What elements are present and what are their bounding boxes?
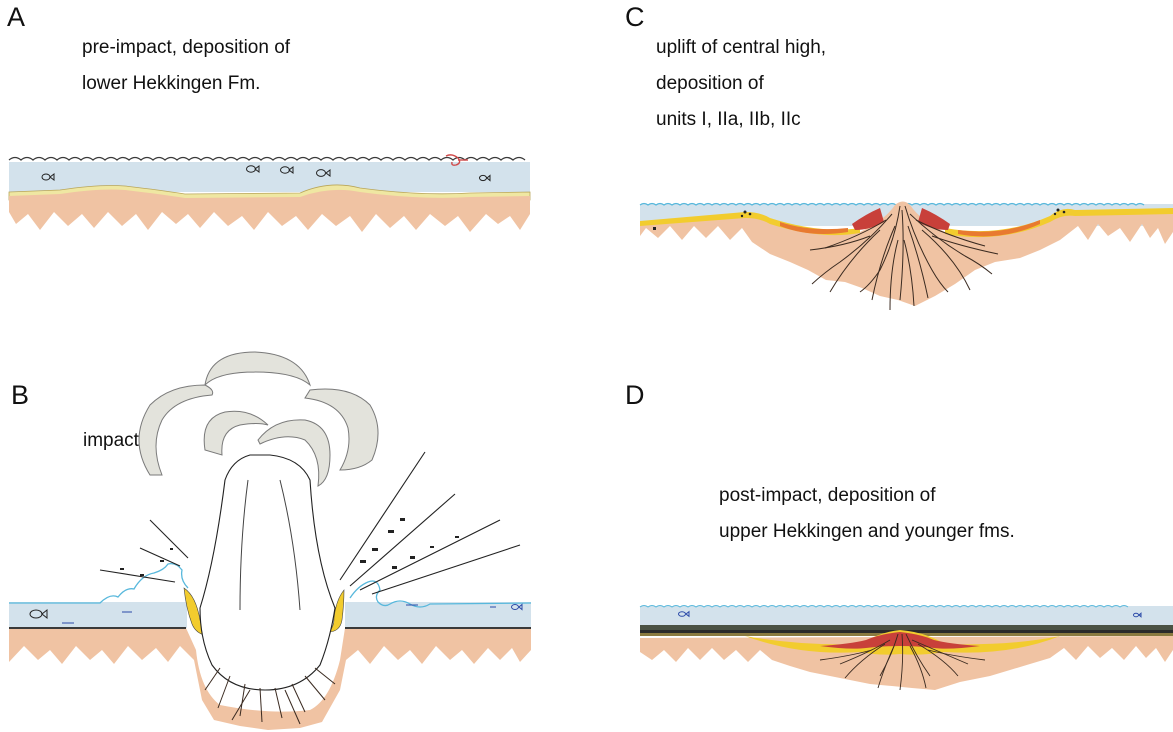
panel-b-section xyxy=(9,352,531,730)
panel-a-section xyxy=(9,155,530,232)
cloud-puff xyxy=(205,352,310,385)
panel-d-younger-strata xyxy=(640,625,1173,630)
panel-d-section xyxy=(640,606,1173,691)
panel-c-section xyxy=(640,202,1173,311)
panel-b-water-left xyxy=(9,602,187,628)
cloud-puff xyxy=(139,385,213,475)
panel-b-water-line-left xyxy=(9,564,188,603)
cloud-puff xyxy=(204,411,268,455)
impact-plume-column xyxy=(200,455,335,690)
panel-a-wave-line xyxy=(9,158,525,161)
panel-b-sediment-left xyxy=(9,627,186,629)
panel-b-sediment-right xyxy=(345,627,531,629)
panel-b-water-right xyxy=(345,602,531,628)
